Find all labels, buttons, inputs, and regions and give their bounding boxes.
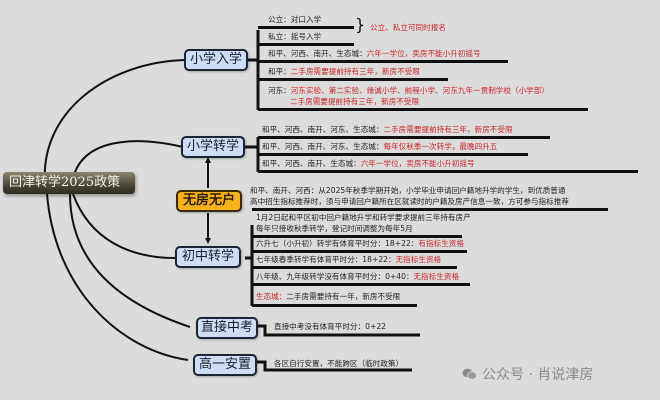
leaf-hedong: 河东：河东实验、第二实验、缘诚小学、前程小学、河东九年一贯制学校（小学部） [268,86,549,95]
branch-direct-exam[interactable]: 直接中考 [196,317,258,339]
leaf-middle-1b: 每年只接收秋季转学，登记时间调整为每年5月 [256,224,413,233]
no-house-note-1: 和平、南开、河西：从2025年秋季学期开始，小学毕业申请回户籍地升学的学生，到优… [250,186,566,195]
branch-primary-transfer[interactable]: 小学转学 [181,136,245,158]
underline [258,26,354,29]
leaf-direct-exam: 直接中考没有体育平时分：0+22 [274,322,386,331]
underline [258,60,508,63]
no-house-note-2: 高中招生指标推荐时，须与申请回户籍所在区就读时的户籍及房产信息一致，方可参与指标… [250,197,569,206]
branch-no-house[interactable]: 无房无户 [176,190,242,212]
root-node: 回津转学2025政策 [3,172,135,194]
leaf-transfer-1: 和平、河西、南开、河东、生态城：二手房需要提前持有三年，新房不受限 [262,125,513,134]
leaf-private: 私立：摇号入学 [268,32,322,41]
leaf-public: 公立：对口入学 [268,15,322,24]
leaf-transfer-3: 和平、河西、南开、生态城：六年一学位，卖房不能小升初摇号 [262,159,475,168]
underline [258,153,528,156]
leaf-transfer-2: 和平、河西、南开、河东、生态城：每年仅秋季一次转学，最晚四升五 [262,142,498,151]
branch-high-school[interactable]: 高一安置 [193,354,257,376]
underline [252,235,462,238]
wechat-icon [462,368,477,380]
leaf-hedong-line2: 二手房需要提前持有三年，新房不受限 [290,97,420,106]
underline [258,78,448,81]
leaf-middle-3: 七年级春季转学有体育平时分：18+22：无指标生资格 [256,255,442,264]
branch-middle-transfer[interactable]: 初中转学 [175,246,241,268]
leaf-middle-2: 六升七（小升初）转学有体育平时分：18+22：有指标生资格 [256,239,464,248]
brace-note: 公立、私立可同时报名 [370,23,446,32]
leaf-heping: 和平：二手房需要提前持有三年，新房不受限 [268,67,420,76]
leaf-high-school: 各区自行安置，不能跨区（临时政策） [274,359,404,368]
underline [252,266,457,269]
underline [258,170,638,173]
underline [252,208,608,211]
leaf-middle-1a: 1月2日起和平区初中回户籍地升学和转学要求提前三年持有房产 [256,213,471,222]
branch-primary-entry[interactable]: 小学入学 [184,49,248,71]
leaf-middle-4: 八年级、九年级转学没有体育平时分：0+40：无指标生资格 [256,272,460,281]
leaf-middle-5: 生态城：二手房需要持有一年，新房不受限 [256,292,401,301]
underline [258,108,588,111]
brace-icon: } [355,15,366,34]
leaf-districts-lottery: 和平、河西、南开、生态城：六年一学位，卖房不能小升初摇号 [268,49,481,58]
underline [252,250,467,253]
underline [252,283,470,286]
watermark: 公众号 · 肖说津房 [462,364,593,384]
underline [252,304,417,307]
underline [258,43,354,46]
underline [258,136,550,139]
